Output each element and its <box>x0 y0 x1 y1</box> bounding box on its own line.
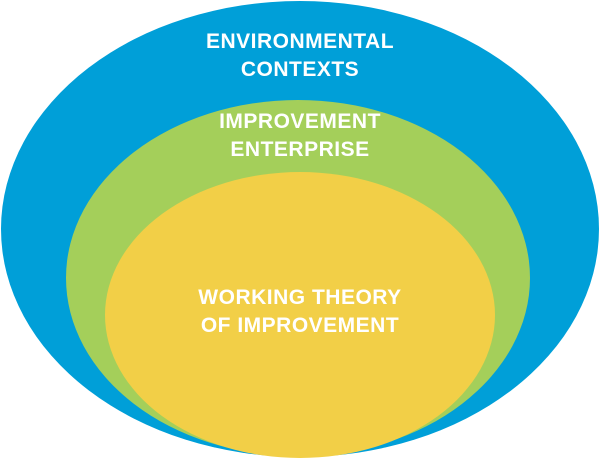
inner-line2: OF IMPROVEMENT <box>200 314 400 337</box>
outer-line1: ENVIRONMENTAL <box>205 30 395 53</box>
working-theory-label: WORKING THEORY OF IMPROVEMENT <box>0 284 600 340</box>
improvement-enterprise-label: IMPROVEMENT ENTERPRISE <box>0 108 600 164</box>
middle-line2: ENTERPRISE <box>230 138 370 161</box>
middle-line1: IMPROVEMENT <box>219 110 381 133</box>
working-theory-ellipse <box>105 172 495 458</box>
inner-line1: WORKING THEORY <box>198 286 402 309</box>
outer-line2: CONTEXTS <box>240 58 360 81</box>
environmental-contexts-label: ENVIRONMENTAL CONTEXTS <box>0 28 600 84</box>
